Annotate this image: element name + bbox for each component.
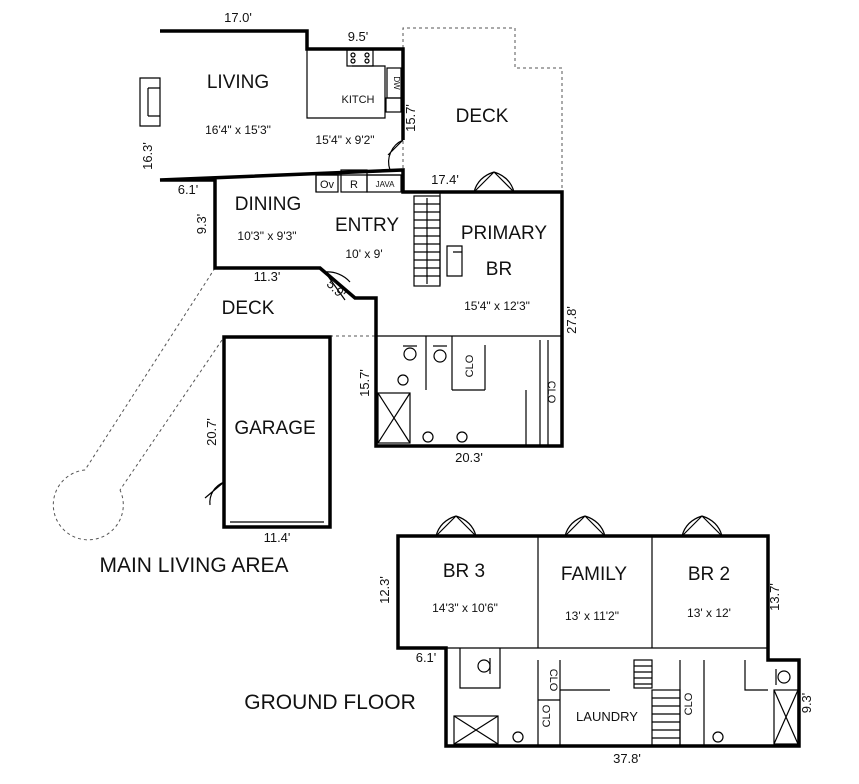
- dim-br3-left: 12.3': [377, 576, 392, 604]
- main-stairs: [413, 195, 441, 287]
- room-name-entry: ENTRY: [335, 215, 399, 236]
- dim-dining-step: 6.1': [178, 182, 199, 197]
- label-oven: Ov: [320, 179, 335, 191]
- room-size-entry: 10' x 9': [345, 247, 382, 261]
- label-bath-closet: CLO: [464, 354, 476, 377]
- section-title-main: MAIN LIVING AREA: [99, 554, 288, 577]
- dim-dining-bottom: 11.3': [254, 269, 281, 284]
- ground-stairs: [633, 659, 681, 747]
- room-name-br2: BR 2: [688, 564, 730, 585]
- kitchen-door: [387, 139, 404, 171]
- label-closet-a: CLO: [547, 669, 559, 692]
- entry-door: [324, 271, 351, 301]
- section-title-ground: GROUND FLOOR: [244, 691, 416, 714]
- dim-primary-right: 27.8': [564, 306, 579, 334]
- dim-kitchen-right: 15.7': [403, 104, 418, 132]
- label-primary-closet: CLO: [545, 381, 557, 404]
- room-name-primary-line2: BR: [486, 259, 512, 280]
- dim-living-left: 16.3': [140, 142, 155, 170]
- room-name-kitchen: KITCH: [342, 94, 375, 106]
- family-french-doors: [564, 515, 606, 537]
- room-size-kitchen: 15'4" x 9'2": [315, 133, 374, 147]
- dim-primary-bottom: 20.3': [455, 450, 483, 465]
- dim-deck-front: 17.4': [431, 172, 459, 187]
- room-name-laundry: LAUNDRY: [576, 709, 638, 724]
- room-size-living: 16'4" x 15'3": [205, 123, 271, 137]
- room-name-primary-line1: PRIMARY: [461, 223, 548, 244]
- ground-level-plan: [396, 515, 801, 748]
- kitchen-appliances: [315, 49, 402, 193]
- room-name-br3: BR 3: [443, 561, 485, 582]
- room-name-lower-deck: DECK: [222, 298, 275, 319]
- upper-deck-outline: [402, 27, 563, 192]
- room-size-primary: 15'4" x 12'3": [464, 299, 530, 313]
- room-name-garage: GARAGE: [234, 418, 315, 439]
- dim-entry-angle: 5.9': [324, 276, 349, 301]
- primary-fireplace-icon: [446, 245, 463, 277]
- dim-garage-bottom: 11.4': [264, 530, 291, 545]
- br3-french-doors: [435, 515, 477, 537]
- room-size-br2: 13' x 12': [687, 606, 731, 620]
- room-name-family: FAMILY: [561, 564, 627, 585]
- living-fireplace-icon: [139, 77, 161, 127]
- label-closet-b: CLO: [541, 704, 553, 727]
- deck-french-doors: [473, 171, 515, 193]
- dim-dining-left: 9.3': [194, 214, 209, 235]
- room-name-upper-deck: DECK: [456, 106, 509, 127]
- room-size-dining: 10'3" x 9'3": [237, 229, 296, 243]
- walkway-outline: [52, 267, 376, 541]
- label-closet-c: CLO: [683, 692, 695, 715]
- room-size-family: 13' x 11'2": [565, 609, 619, 623]
- dim-bath-right: 9.3': [799, 693, 814, 714]
- room-name-living: LIVING: [207, 72, 269, 93]
- label-refrigerator: R: [350, 179, 358, 191]
- dim-garage-left: 20.7': [204, 418, 219, 446]
- main-level-plan: [52, 27, 564, 541]
- primary-bath-fixtures: [377, 345, 468, 444]
- br2-french-doors: [681, 515, 723, 537]
- room-name-dining: DINING: [235, 194, 302, 215]
- dim-ground-bottom: 37.8': [613, 751, 641, 766]
- label-dishwasher: DW: [392, 76, 401, 90]
- dim-br2-right: 13.7': [767, 583, 782, 611]
- dim-step-left: 6.1': [416, 650, 437, 665]
- garage: [204, 335, 332, 529]
- ground-exterior-wall: [396, 534, 801, 748]
- room-size-br3: 14'3" x 10'6": [432, 601, 498, 615]
- dim-living-top: 17.0': [224, 10, 252, 25]
- garage-door: [204, 481, 225, 506]
- ground-bath-fixtures: [453, 658, 799, 745]
- label-java: JAVA: [376, 180, 395, 189]
- dim-kitchen-top: 9.5': [348, 29, 369, 44]
- dim-bath-left: 15.7': [357, 369, 372, 397]
